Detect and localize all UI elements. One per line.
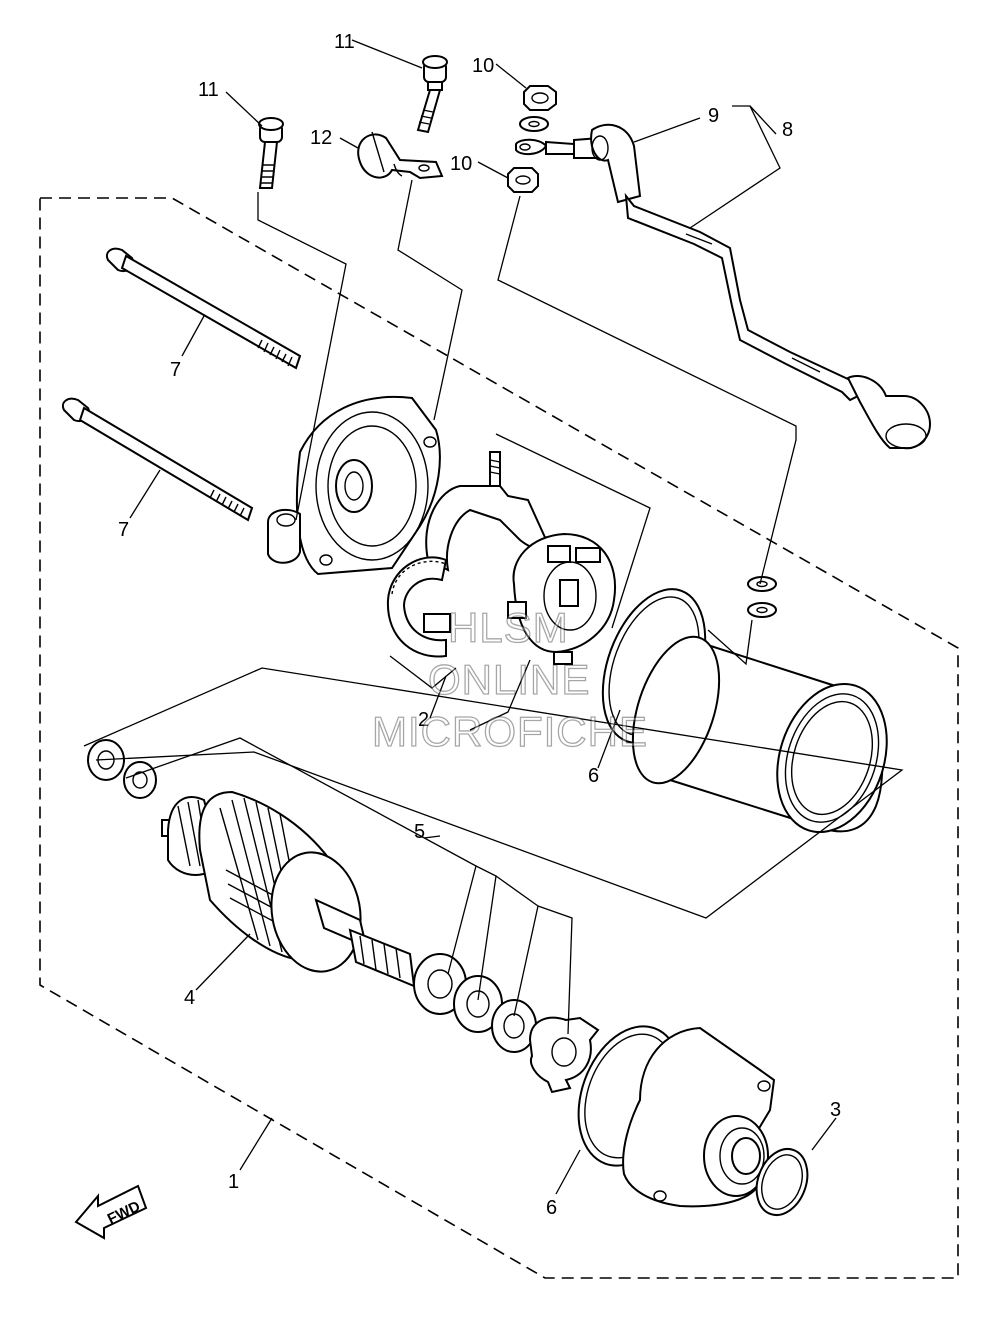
- bolt-11-left: [258, 117, 284, 189]
- callout-4: 4: [184, 987, 195, 1009]
- callout-3: 3: [830, 1099, 841, 1121]
- callout-7-lower: 7: [118, 519, 129, 541]
- callout-5: 5: [414, 821, 425, 843]
- callout-10-lower: 10: [450, 153, 472, 175]
- lead-wire-8-9: [515, 123, 932, 450]
- through-bolt-7-lower: [62, 397, 254, 522]
- fwd-arrow-icon: [74, 1184, 148, 1240]
- washer-set-5-c: [491, 999, 537, 1053]
- callout-11-left: 11: [198, 79, 219, 101]
- bolt-11-upper: [416, 55, 448, 134]
- o-ring-3: [755, 1148, 809, 1216]
- lock-plate: [528, 1016, 600, 1094]
- callout-12: 12: [310, 127, 332, 149]
- nut-10-lower: [507, 167, 539, 193]
- nut-10-upper: [523, 85, 557, 111]
- leader-lines: [83, 39, 904, 1195]
- washer-yoke-upper: [747, 576, 777, 592]
- callout-1: 1: [228, 1171, 239, 1193]
- watermark-line-3: MICROFICHE: [372, 708, 648, 755]
- callouts: 11 11 10 10 12 9 8 7 7 2 6 5 4 3 1 6: [118, 31, 841, 1219]
- callout-11-upper: 11: [334, 31, 355, 53]
- through-bolt-7-upper: [106, 247, 302, 370]
- watermark-line-2: ONLINE: [428, 656, 590, 703]
- armature-4: [161, 790, 416, 988]
- clamp-12: [357, 131, 444, 180]
- front-cover: [622, 1026, 776, 1208]
- washer-yoke-lower: [747, 602, 777, 618]
- callout-10-upper: 10: [472, 55, 494, 77]
- brush-holder-2: [386, 451, 616, 665]
- rear-cover: [267, 396, 441, 576]
- watermark-line-1: HLSM: [448, 604, 569, 651]
- callout-9: 9: [708, 105, 719, 127]
- washer-left-2: [123, 761, 157, 799]
- yoke-housing: [631, 635, 888, 834]
- washer-10-mid: [519, 116, 549, 132]
- watermark: HLSM ONLINE MICROFICHE: [371, 603, 648, 755]
- callout-8: 8: [782, 119, 793, 141]
- callout-7-upper: 7: [170, 359, 181, 381]
- assembly-boundary-dashed: [39, 197, 959, 1279]
- callout-6-lower: 6: [546, 1197, 557, 1219]
- callout-6-upper: 6: [588, 765, 599, 787]
- callout-2: 2: [418, 709, 429, 731]
